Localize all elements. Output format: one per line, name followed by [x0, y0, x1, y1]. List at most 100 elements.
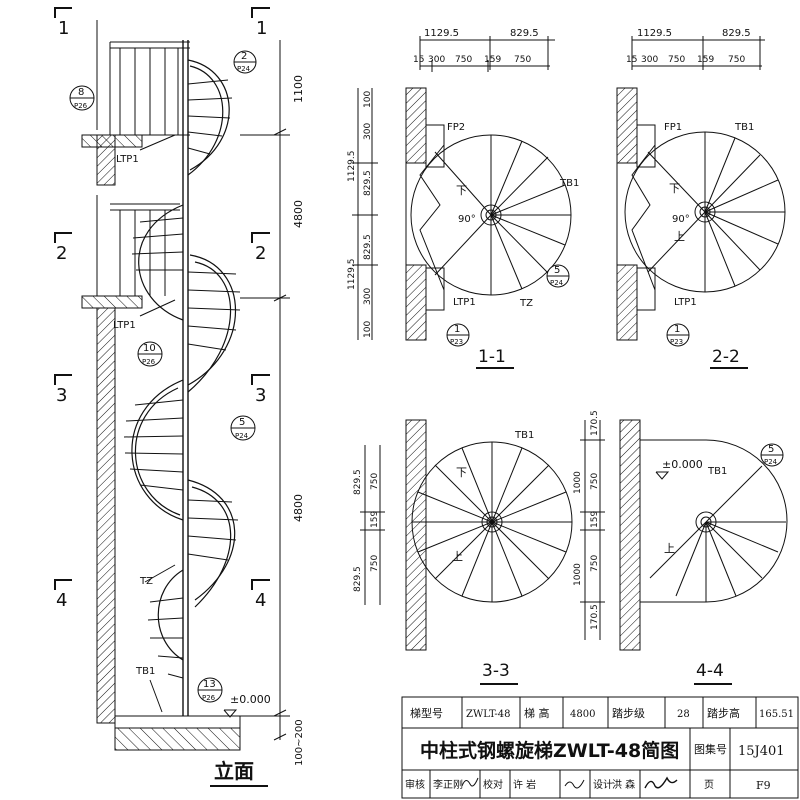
plan-4-4-label-tb1: TB1 [707, 466, 727, 477]
plan-1-1-left-dim-829a: 829.5 [363, 170, 373, 196]
plan-4-4-title: 4-4 [696, 661, 724, 681]
elevation-label-ltp1-upper: LTP1 [116, 154, 139, 165]
plan-2-2-label-down: 下 [669, 182, 680, 195]
elevation-caption: 立面 [214, 759, 254, 783]
signature-check [564, 779, 585, 789]
plan-2-2-label-up: 上 [674, 230, 685, 243]
title-block-label-height: 梯 高 [524, 706, 550, 720]
title-block-value-steps: 28 [677, 709, 690, 720]
svg-text:P24: P24 [235, 432, 249, 440]
title-block-label-step-height: 踏步高 [707, 706, 740, 720]
section-mark-4-left: 4 [56, 590, 67, 611]
title-block-value-step-height: 165.51 [759, 709, 794, 720]
title-block-page-label: 页 [704, 779, 714, 791]
plan-2-2-label-tb1: TB1 [734, 122, 754, 133]
plan-4-4-left-dim-1000b: 1000 [573, 563, 583, 586]
plan-3-3-left-dim-829b: 829.5 [353, 566, 363, 592]
plan-2-2-callout-1: 1 P23 [666, 323, 690, 347]
plan-4-4-left-dim-159: 159 [590, 511, 600, 528]
title-block-review-label: 审核 [405, 778, 425, 791]
plan-2-2-top-dim-2: 829.5 [722, 28, 751, 39]
plan-1-1-title: 1-1 [478, 347, 506, 367]
svg-text:1: 1 [454, 324, 460, 335]
svg-text:8: 8 [78, 87, 84, 98]
svg-text:13: 13 [203, 679, 216, 690]
plan-2-2-label-fp1: FP1 [664, 122, 682, 133]
plan-1-1-callout-5: 5 P24 [546, 264, 570, 288]
plan-4-4 [580, 419, 788, 651]
section-mark-1-left: 1 [58, 18, 69, 39]
svg-text:P26: P26 [74, 102, 88, 110]
plan-2-2 [616, 36, 786, 341]
plan-1-1-left-dim-100b: 100 [363, 321, 373, 338]
section-markers [54, 7, 270, 590]
plan-1-1-callout-1: 1 P23 [446, 323, 470, 347]
title-block-check-label: 校对 [483, 778, 503, 791]
title-block-atlas-value: 15J401 [738, 744, 785, 759]
svg-text:2: 2 [241, 51, 247, 62]
plan-2-2-sub-dim-159: 159 [697, 55, 714, 65]
plan-3-3-spokes [412, 442, 572, 602]
plan-2-2-sub-dim-750b: 750 [728, 55, 745, 65]
title-block-check-name: 许 岩 [513, 778, 536, 791]
title-block-atlas-label: 图集号 [694, 742, 727, 756]
callout-13-p26: 13 P26 [197, 677, 223, 703]
elevation-dim-100-200: 100~200 [294, 719, 305, 766]
plan-3-3-title: 3-3 [482, 661, 510, 681]
callout-2-p24: 2 P24 [233, 50, 257, 74]
plan-2-2-top-dim-1: 1129.5 [637, 28, 672, 39]
section-mark-4-right: 4 [255, 590, 266, 611]
elevation-label-tb1: TB1 [135, 666, 155, 677]
plan-1-1-top-dim-2: 829.5 [510, 28, 539, 39]
svg-text:10: 10 [143, 343, 156, 354]
svg-text:P24: P24 [237, 65, 251, 73]
svg-text:P24: P24 [764, 458, 778, 466]
plan-3-3-left-dim-750b: 750 [370, 555, 380, 572]
upper-railing [109, 41, 190, 296]
spiral-handrail [131, 59, 236, 661]
plan-4-4-left-dim-170b: 170.5 [590, 604, 600, 630]
elevation-label-ltp1-mid: LTP1 [113, 320, 136, 331]
plan-3-3-left-dim-159: 159 [370, 511, 380, 528]
svg-text:5: 5 [554, 265, 560, 276]
svg-text:5: 5 [239, 417, 245, 428]
elevation-dimension-line [240, 40, 290, 741]
plan-2-2-sub-dim-15: 15 [626, 55, 637, 65]
title-block-label-model: 梯型号 [410, 706, 443, 720]
plan-2-2-title: 2-2 [712, 347, 740, 367]
plan-1-1-sub-dim-300: 300 [428, 55, 445, 65]
plan-2-2-spokes [647, 132, 785, 292]
level-triangle [223, 709, 238, 718]
title-block-page-value: F9 [756, 779, 771, 792]
svg-text:1: 1 [674, 324, 680, 335]
plan-1-1-sub-dim-750b: 750 [514, 55, 531, 65]
plan-1-1-sub-dim-750a: 750 [455, 55, 472, 65]
plan-2-2-label-angle: 90° [672, 214, 690, 225]
title-block-review-name: 李正刚 [433, 778, 463, 791]
plan-1-1-spokes [434, 135, 571, 295]
plan-4-4-left-dim-1000a: 1000 [573, 471, 583, 494]
plan-4-4-left-dim-750a: 750 [590, 473, 600, 490]
plan-3-3-left-dim-750a: 750 [370, 473, 380, 490]
title-block-value-height: 4800 [570, 709, 595, 720]
plan-1-1 [352, 36, 572, 341]
elevation-label-level: ±0.000 [230, 693, 271, 706]
plan-1-1-label-ltp1: LTP1 [453, 297, 476, 308]
callout-10-p26: 10 P26 [137, 341, 163, 367]
elevation-dim-4800-lower: 4800 [292, 494, 305, 522]
plan-1-1-label-down: 下 [456, 184, 467, 197]
plan-1-1-sub-dim-159: 159 [484, 55, 501, 65]
svg-text:P23: P23 [450, 338, 463, 346]
floor-slab-top [81, 134, 143, 148]
title-block-label-steps: 踏步级 [612, 706, 645, 720]
svg-text:P23: P23 [670, 338, 683, 346]
plan-2-2-sub-dim-300: 300 [641, 55, 658, 65]
plan-1-1-top-dim-1: 1129.5 [424, 28, 459, 39]
callout-8-p26: 8 P26 [69, 85, 95, 111]
svg-text:5: 5 [768, 444, 774, 455]
plan-3-3-label-up: 上 [452, 550, 463, 563]
elevation-dim-1100: 1100 [292, 75, 305, 103]
svg-text:P26: P26 [142, 358, 156, 366]
plan-2-2-label-ltp1: LTP1 [674, 297, 697, 308]
